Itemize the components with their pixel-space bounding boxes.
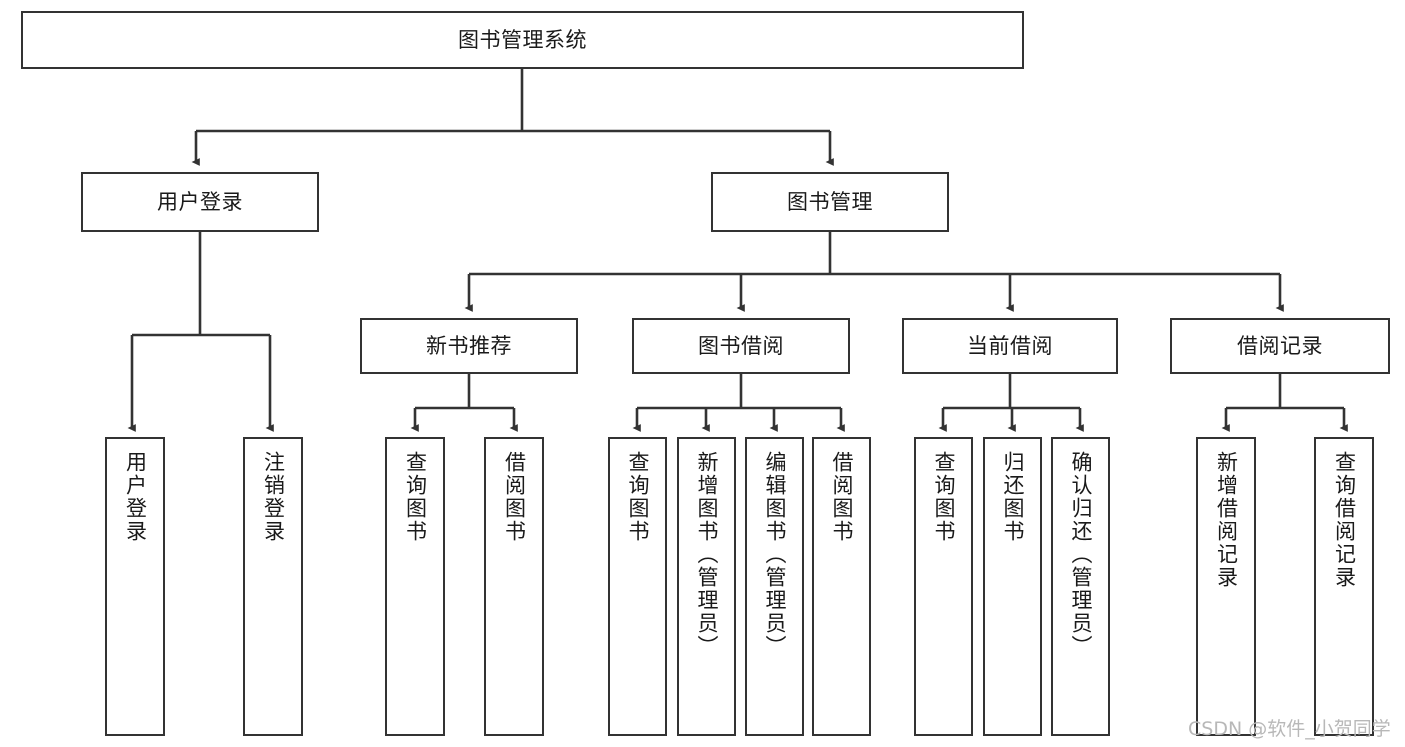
leaf-user-login[interactable]: 用户登录 — [105, 437, 165, 736]
node-root-label: 图书管理系统 — [458, 27, 587, 52]
leaf-add-borrow-record-label: 新增借阅记录 — [1214, 451, 1239, 589]
leaf-borrow-query-book-label: 查询图书 — [626, 451, 650, 543]
leaf-query-borrow-record-label: 查询借阅记录 — [1332, 451, 1357, 589]
leaf-current-query-book[interactable]: 查询图书 — [914, 437, 973, 736]
node-book-borrow-label: 图书借阅 — [698, 333, 784, 358]
node-book-management[interactable]: 图书管理 — [711, 172, 949, 232]
leaf-new-query-book-label: 查询图书 — [403, 451, 428, 543]
node-current-borrow[interactable]: 当前借阅 — [902, 318, 1118, 374]
leaf-return-book-label: 归还图书 — [1001, 451, 1025, 543]
leaf-user-login-label: 用户登录 — [123, 451, 148, 543]
leaf-borrow-book-label: 借阅图书 — [830, 451, 854, 543]
node-borrow-records[interactable]: 借阅记录 — [1170, 318, 1390, 374]
watermark: CSDN @软件_小贺同学 — [1188, 714, 1391, 741]
node-book-borrow[interactable]: 图书借阅 — [632, 318, 850, 374]
node-current-borrow-label: 当前借阅 — [967, 333, 1053, 358]
leaf-new-query-book[interactable]: 查询图书 — [385, 437, 445, 736]
leaf-return-book[interactable]: 归还图书 — [983, 437, 1042, 736]
leaf-logout-label: 注销登录 — [261, 451, 286, 543]
leaf-logout[interactable]: 注销登录 — [243, 437, 303, 736]
node-root[interactable]: 图书管理系统 — [21, 11, 1024, 69]
leaf-borrow-book[interactable]: 借阅图书 — [812, 437, 871, 736]
node-new-book-recommend-label: 新书推荐 — [426, 333, 512, 358]
leaf-add-book-admin-label: 新增图书（管理员） — [695, 451, 719, 658]
node-user-login-label: 用户登录 — [157, 189, 243, 214]
watermark-text: CSDN @软件_小贺同学 — [1188, 718, 1391, 740]
leaf-edit-book-admin-label: 编辑图书（管理员） — [763, 451, 787, 658]
leaf-query-borrow-record[interactable]: 查询借阅记录 — [1314, 437, 1374, 736]
leaf-borrow-query-book[interactable]: 查询图书 — [608, 437, 667, 736]
leaf-add-borrow-record[interactable]: 新增借阅记录 — [1196, 437, 1256, 736]
leaf-add-book-admin[interactable]: 新增图书（管理员） — [677, 437, 736, 736]
leaf-new-borrow-book[interactable]: 借阅图书 — [484, 437, 544, 736]
node-book-management-label: 图书管理 — [787, 189, 873, 214]
node-borrow-records-label: 借阅记录 — [1237, 333, 1323, 358]
node-new-book-recommend[interactable]: 新书推荐 — [360, 318, 578, 374]
leaf-confirm-return-admin[interactable]: 确认归还（管理员） — [1051, 437, 1110, 736]
leaf-current-query-book-label: 查询图书 — [932, 451, 956, 543]
leaf-confirm-return-admin-label: 确认归还（管理员） — [1069, 451, 1093, 658]
leaf-new-borrow-book-label: 借阅图书 — [502, 451, 527, 543]
node-user-login[interactable]: 用户登录 — [81, 172, 319, 232]
leaf-edit-book-admin[interactable]: 编辑图书（管理员） — [745, 437, 804, 736]
